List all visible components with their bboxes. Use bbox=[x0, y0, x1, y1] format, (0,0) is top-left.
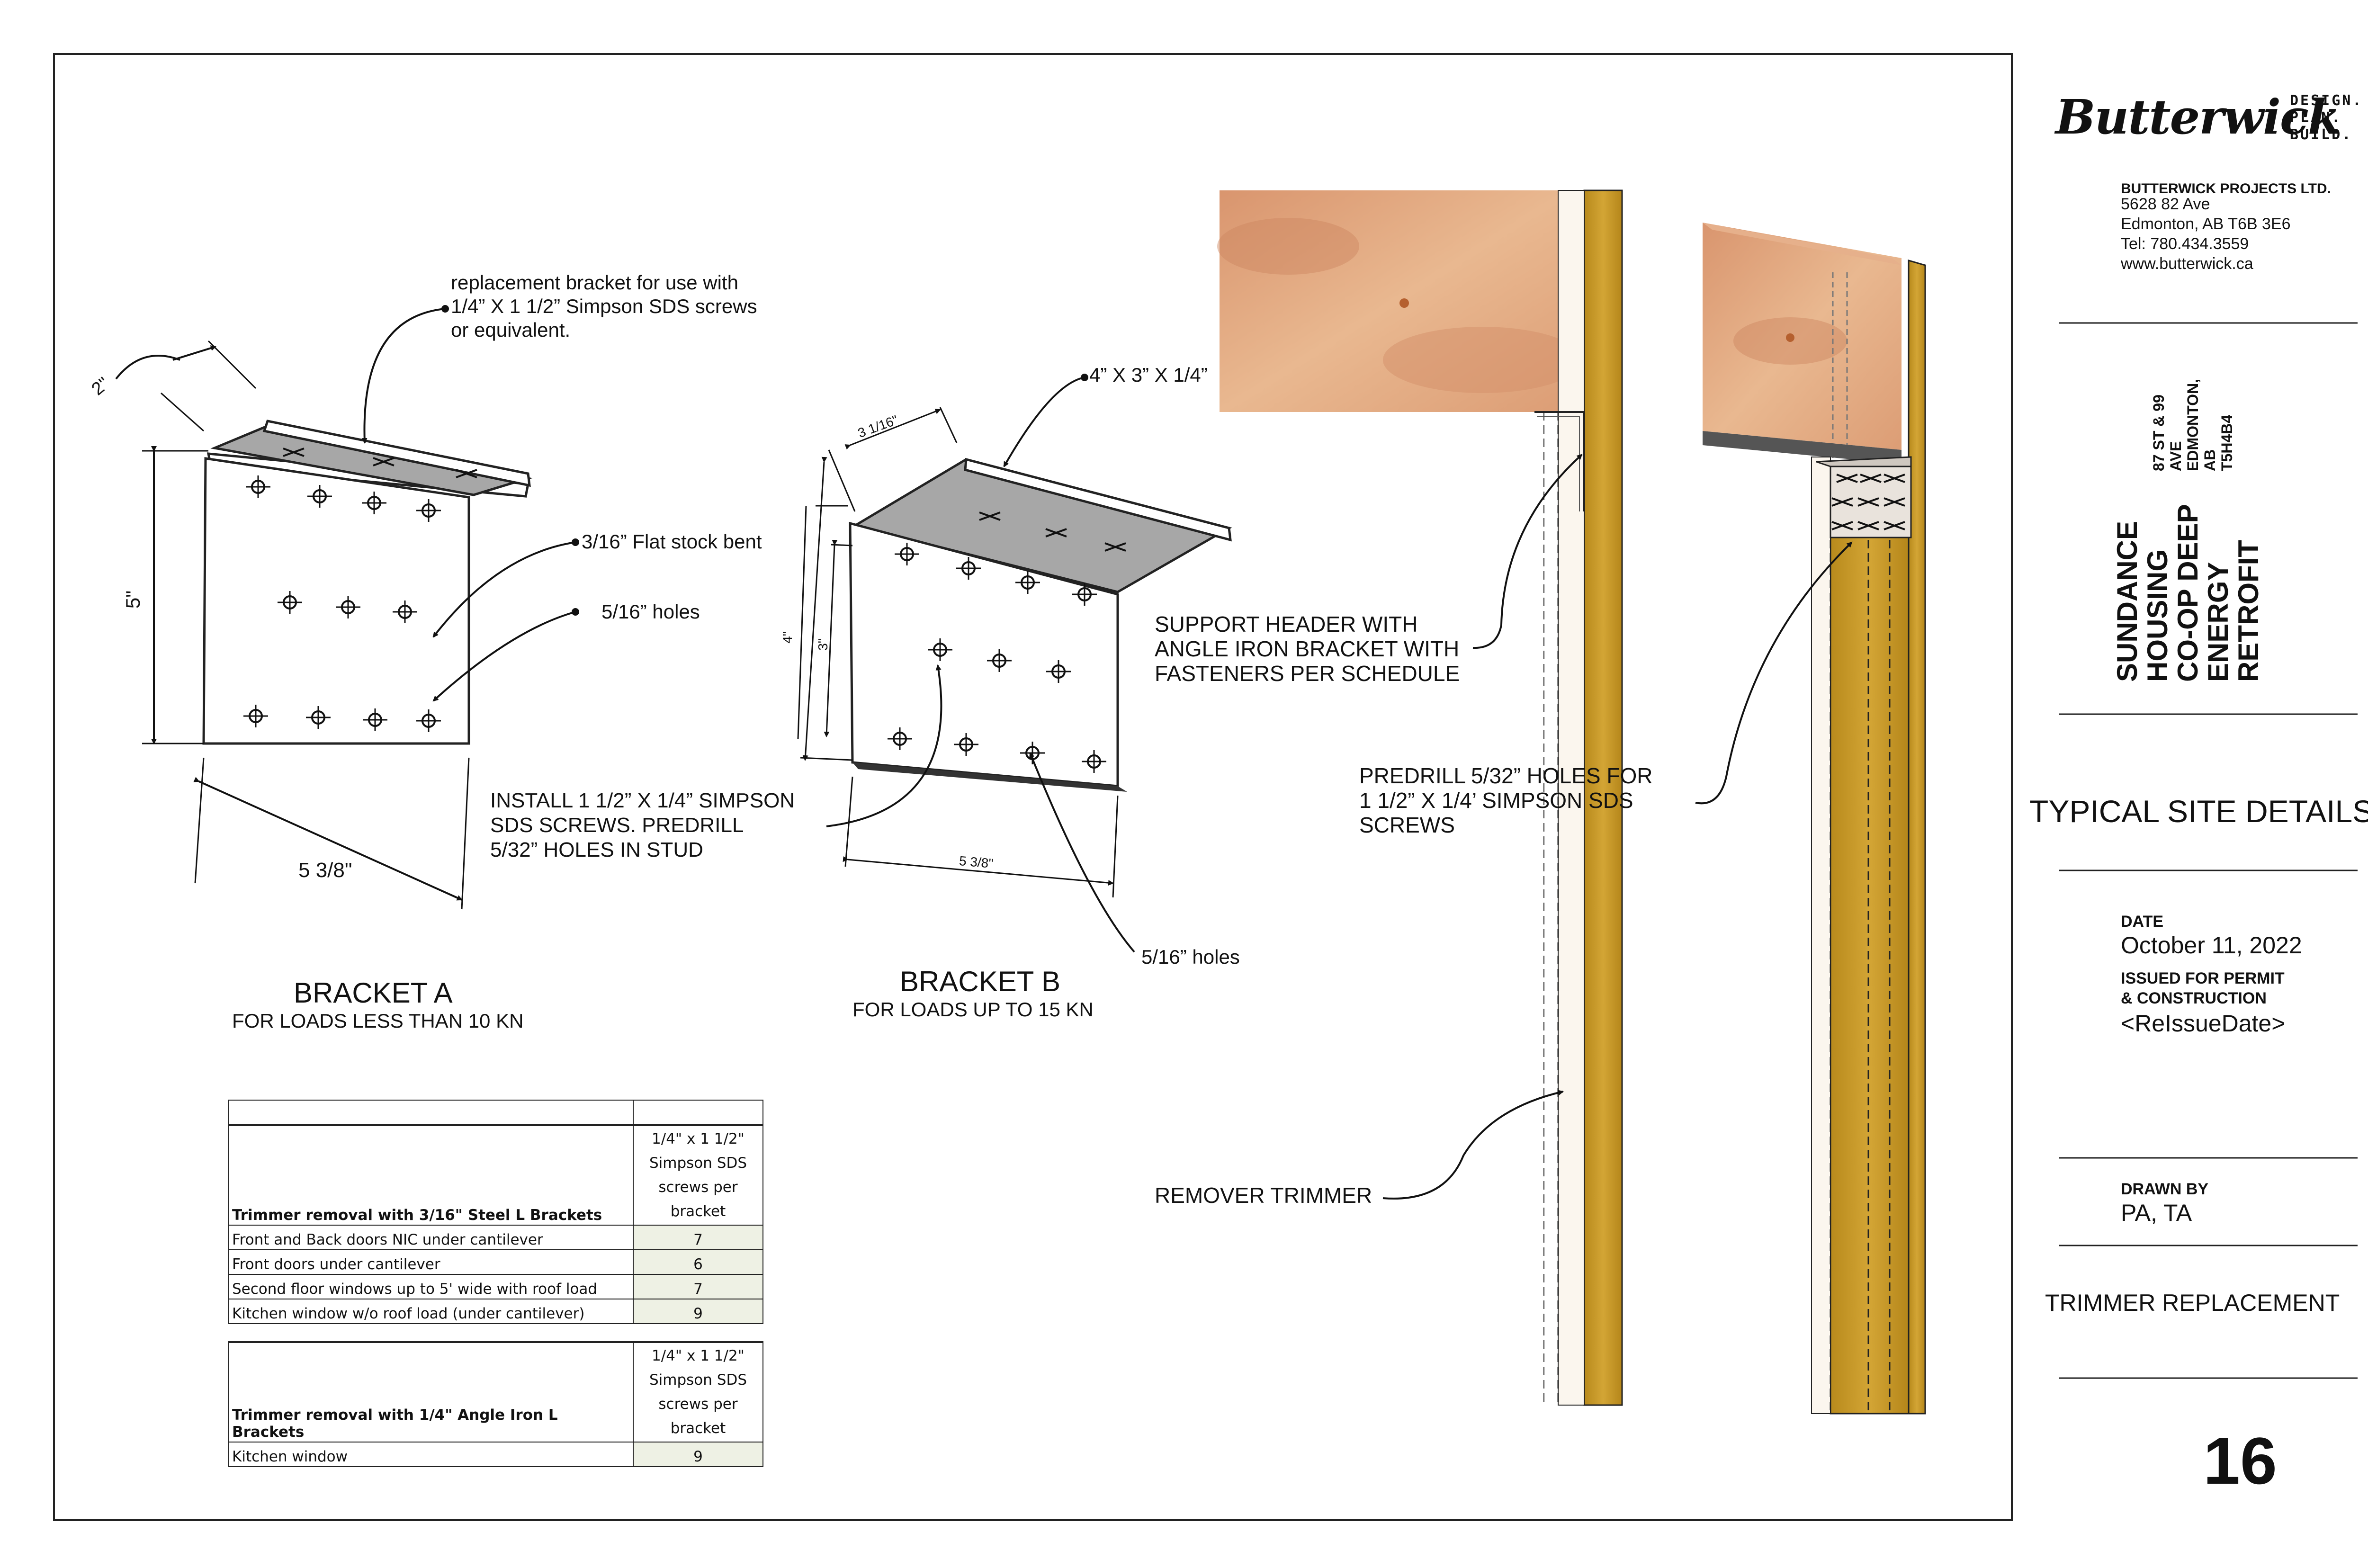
detail-title: TRIMMER REPLACEMENT bbox=[2045, 1290, 2340, 1316]
schedule-angle-header-value: 1/4" x 1 1/2" Simpson SDS screws per bra… bbox=[633, 1341, 763, 1443]
logo-wordmark: Butterwick bbox=[2055, 89, 2341, 145]
detail-elevation-drawing bbox=[1217, 189, 1623, 1406]
predrill-callout: PREDRILL 5/32” HOLES FOR 1 1/2” X 1/4’ S… bbox=[1359, 763, 1653, 837]
drawn-by-value: PA, TA bbox=[2121, 1200, 2192, 1226]
schedule-table-angle-iron: Trimmer removal with 1/4" Angle Iron L B… bbox=[228, 1341, 763, 1467]
bracket-a-length-dim: 5 3/8" bbox=[298, 859, 352, 882]
schedule-steel-header-label: Trimmer removal with 3/16" Steel L Brack… bbox=[228, 1125, 634, 1226]
date-value: October 11, 2022 bbox=[2121, 932, 2302, 959]
bracket-b-install-callout: INSTALL 1 1/2” X 1/4” SIMPSON SDS SCREWS… bbox=[490, 789, 795, 861]
schedule-angle-header-label: Trimmer removal with 1/4" Angle Iron L B… bbox=[228, 1341, 634, 1443]
table-row: Second floor windows up to 5' wide with … bbox=[228, 1274, 763, 1299]
drawing-frame bbox=[53, 53, 2013, 1521]
table-row: Kitchen window w/o roof load (under cant… bbox=[228, 1299, 763, 1324]
sheet-number: 16 bbox=[2203, 1424, 2277, 1498]
sheet-title: TYPICAL SITE DETAILS bbox=[2029, 794, 2368, 829]
drawn-by-label: DRAWN BY bbox=[2121, 1180, 2209, 1198]
bracket-a-title: BRACKET A bbox=[294, 977, 453, 1009]
bracket-b-title: BRACKET B bbox=[900, 966, 1060, 997]
bracket-b-height-outer-dim: 4" bbox=[780, 631, 795, 644]
bracket-b-subtitle: FOR LOADS UP TO 15 KN bbox=[852, 998, 1094, 1021]
schedule-row-label: Kitchen window w/o roof load (under cant… bbox=[228, 1299, 634, 1324]
bracket-b-holes-callout: 5/16” holes bbox=[1141, 946, 1240, 968]
schedule-row-label: Front and Back doors NIC under cantileve… bbox=[228, 1225, 634, 1250]
date-label: DATE bbox=[2121, 913, 2164, 931]
project-info-vertical: SUNDANCE HOUSING CO-OP DEEP ENERGY RETRO… bbox=[2111, 379, 2264, 682]
bracket-b-length-dim: 5 3/8" bbox=[958, 853, 994, 871]
issued-label: ISSUED FOR PERMIT & CONSTRUCTION bbox=[2121, 969, 2285, 1007]
support-header-callout: SUPPORT HEADER WITH ANGLE IRON BRACKET W… bbox=[1155, 612, 1460, 686]
schedule-row-value: 9 bbox=[633, 1299, 763, 1324]
table-row: Front and Back doors NIC under cantileve… bbox=[228, 1225, 763, 1250]
schedule-row-value: 7 bbox=[633, 1225, 763, 1250]
bracket-b-size-callout: 4” X 3” X 1/4” bbox=[1089, 364, 1208, 386]
bracket-a-holes-callout: 5/16” holes bbox=[601, 600, 700, 623]
logo-tagline: DESIGN. PLAN. BUILD. bbox=[2290, 92, 2363, 143]
company-address: 5628 82 Ave Edmonton, AB T6B 3E6 Tel: 78… bbox=[2121, 195, 2291, 273]
bracket-a-subtitle: FOR LOADS LESS THAN 10 KN bbox=[232, 1010, 524, 1032]
project-address: 87 ST & 99 AVE EDMONTON, AB T5H4B4 bbox=[2150, 379, 2235, 471]
bracket-a-replacement-callout: replacement bracket for use with 1/4” X … bbox=[451, 271, 757, 341]
reissue-date: <ReIssueDate> bbox=[2121, 1010, 2286, 1037]
bracket-a-flat-stock-callout: 3/16” Flat stock bent bbox=[582, 530, 762, 553]
schedule-row-value: 9 bbox=[633, 1442, 763, 1467]
bracket-b-drawing bbox=[797, 374, 1232, 953]
schedule-row-label: Front doors under cantilever bbox=[228, 1249, 634, 1275]
title-block-rules bbox=[2059, 322, 2358, 1379]
schedule-row-value: 6 bbox=[633, 1249, 763, 1275]
remove-trimmer-callout: REMOVER TRIMMER bbox=[1155, 1183, 1372, 1208]
schedule-steel-header-value: 1/4" x 1 1/2" Simpson SDS screws per bra… bbox=[633, 1125, 763, 1226]
detail-perspective-drawing bbox=[1695, 223, 1926, 1415]
schedule-row-value: 7 bbox=[633, 1274, 763, 1299]
bracket-b-height-inner-dim: 3" bbox=[815, 638, 830, 651]
bracket-a-drawing bbox=[115, 305, 579, 910]
butterwick-logo: Butterwick bbox=[2055, 89, 2341, 145]
schedule-row-label: Second floor windows up to 5' wide with … bbox=[228, 1274, 634, 1299]
project-name: SUNDANCE HOUSING CO-OP DEEP ENERGY RETRO… bbox=[2111, 504, 2264, 682]
schedule-row-label: Kitchen window bbox=[228, 1442, 634, 1467]
schedule-table-steel: Trimmer removal with 3/16" Steel L Brack… bbox=[228, 1100, 763, 1324]
company-name: BUTTERWICK PROJECTS LTD. bbox=[2121, 181, 2331, 197]
bracket-a-height-dim: 5" bbox=[122, 590, 144, 609]
